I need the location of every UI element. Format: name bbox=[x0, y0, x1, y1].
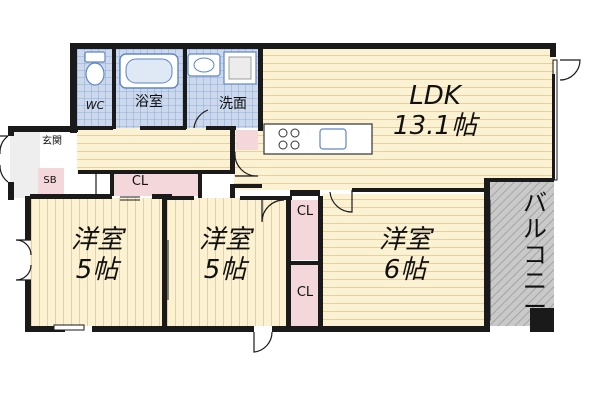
ldk-floor bbox=[262, 48, 554, 190]
balcony-label: バ ル コ ニ ー bbox=[521, 190, 549, 320]
balcony-area bbox=[490, 180, 554, 326]
balcony-char: ル bbox=[523, 215, 547, 243]
bath-name: 浴室 bbox=[135, 94, 163, 110]
walls bbox=[8, 43, 556, 332]
room1-floor bbox=[30, 198, 163, 326]
washing-machine-icon bbox=[223, 51, 257, 85]
windows bbox=[53, 59, 558, 331]
entry-name: 玄関 bbox=[42, 136, 62, 147]
washbasin-icon bbox=[187, 53, 221, 77]
kitchen-counter-icon bbox=[263, 123, 373, 155]
toilet-icon bbox=[84, 51, 106, 86]
balcony-char: ニ bbox=[523, 267, 547, 295]
room3-floor bbox=[322, 194, 486, 326]
closet1-name: CL bbox=[131, 174, 149, 189]
ldk-label: LDK 13.1帖 bbox=[380, 81, 490, 142]
entry-floor bbox=[10, 130, 40, 198]
room2-floor bbox=[166, 198, 288, 326]
ldk-size: 13.1帖 bbox=[393, 110, 477, 141]
ldk-name: LDK bbox=[409, 81, 461, 111]
balcony-char: コ bbox=[523, 241, 547, 269]
wash-name: 洗面 bbox=[219, 96, 247, 112]
closet2-name: CL bbox=[296, 204, 314, 219]
sb-name: SB bbox=[43, 175, 57, 186]
room2-size: 5帖 bbox=[203, 254, 247, 285]
room2-name: 洋室 bbox=[198, 225, 251, 255]
closet3-label: CL bbox=[291, 286, 319, 300]
closet-wash-floor bbox=[236, 130, 258, 150]
balcony-char: バ bbox=[523, 189, 547, 217]
balcony-char: ー bbox=[523, 293, 547, 321]
room1-name: 洋室 bbox=[70, 225, 123, 255]
bathtub-icon bbox=[119, 53, 179, 89]
room3-size: 6帖 bbox=[383, 254, 427, 285]
room1-size: 5帖 bbox=[75, 254, 119, 285]
closet-hall-floor bbox=[110, 172, 168, 196]
closet-cl2-floor bbox=[290, 200, 320, 260]
sliding-doors bbox=[120, 196, 169, 300]
sb-label: SB bbox=[38, 175, 62, 187]
doors bbox=[0, 59, 581, 353]
room3-name: 洋室 bbox=[378, 225, 431, 255]
closet1-label: CL bbox=[120, 174, 160, 190]
wash-label: 洗面 bbox=[212, 96, 254, 112]
wc-name: WC bbox=[85, 99, 105, 112]
room1-label: 洋室 5帖 bbox=[52, 225, 142, 286]
closet2-label: CL bbox=[291, 205, 319, 219]
entry-label: 玄関 bbox=[36, 136, 68, 148]
bath-label: 浴室 bbox=[126, 94, 172, 110]
hall-floor bbox=[77, 128, 237, 174]
closet-cl3-floor bbox=[290, 264, 320, 326]
sb-floor bbox=[38, 168, 64, 194]
closet-hall2-floor bbox=[168, 172, 198, 196]
closet3-name: CL bbox=[296, 285, 314, 300]
room2-label: 洋室 5帖 bbox=[180, 225, 270, 286]
room3-label: 洋室 6帖 bbox=[360, 225, 450, 286]
wc-label: WC bbox=[79, 99, 111, 113]
